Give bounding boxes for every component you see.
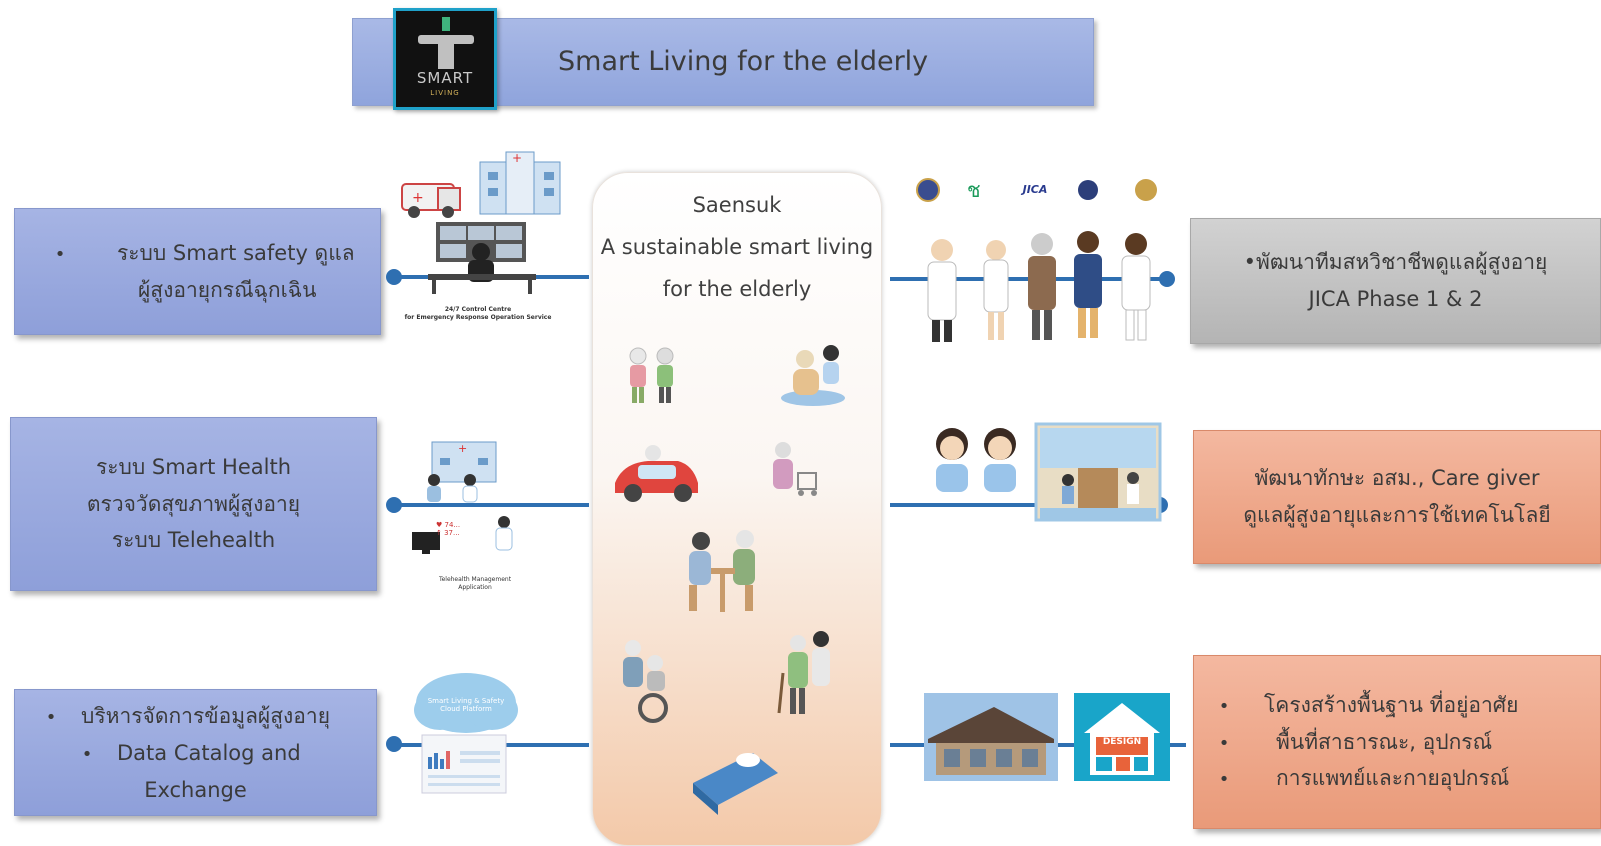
emergency-control-centre-icon: + +	[401, 151, 561, 294]
svg-text:+: +	[458, 442, 467, 455]
svg-text:ช: ช	[967, 178, 981, 202]
vitals-heart-rate: ♥ 74...	[436, 521, 461, 529]
caption-line: Cloud Platform	[440, 705, 492, 713]
box-text: ระบบ Smart safety ดูแล	[117, 240, 355, 265]
svg-text:+: +	[412, 190, 424, 206]
vitals-readout: ♥ 74... ↑ 37...	[436, 521, 486, 537]
telehealth-icon: +	[412, 441, 513, 554]
infrastructure-box: •โครงสร้างพื้นฐาน ที่อยู่อาศัย •พื้นที่ส…	[1193, 655, 1601, 829]
caption-line: Application	[458, 584, 492, 591]
box-text: ระบบ Smart Health	[95, 454, 292, 479]
figure-icon	[418, 17, 474, 69]
cloud-platform-icon	[414, 673, 518, 794]
red-car-icon	[615, 445, 698, 502]
walking-assist-icon	[777, 631, 830, 714]
telehealth-caption: Telehealth Management Application	[420, 576, 530, 592]
box-text: การแพทย์และกายอุปกรณ์	[1276, 766, 1510, 791]
caregiver-skills-box: พัฒนาทักษะ อสม., Care giver ดูแลผู้สูงอา…	[1193, 430, 1601, 564]
box-text: พื้นที่สาธารณะ, อุปกรณ์	[1276, 729, 1493, 754]
caption-line: 24/7 Control Centre	[444, 306, 512, 313]
smart-safety-box: •ระบบ Smart safety ดูแล ผู้สูงอายุกรณีฉุ…	[14, 208, 381, 335]
box-text: พัฒนาทักษะ อสม., Care giver	[1254, 466, 1540, 491]
center-subtitle: A sustainable smart living	[600, 235, 874, 259]
logo-text: SMART	[416, 69, 474, 87]
box-text: โครงสร้างพื้นฐาน ที่อยู่อาศัย	[1264, 692, 1519, 717]
caregiver-caption: Caregiver Recording	[1064, 525, 1136, 533]
universal-design-label: DESIGN	[1102, 737, 1142, 747]
caption-line: Smart Living & Safety	[427, 697, 505, 705]
svg-text:+: +	[512, 151, 522, 165]
elderly-illustrations	[615, 345, 845, 815]
smart-health-box: ระบบ Smart Health ตรวจวัดสุขภาพผู้สูงอาย…	[10, 417, 377, 591]
box-text: ระบบ Telehealth	[111, 528, 276, 553]
connector-line	[393, 503, 589, 507]
caption-line: Telehealth Management	[438, 576, 512, 583]
vitals-temperature: ↑ 37...	[436, 529, 460, 537]
jica-logo: JICA	[1022, 183, 1048, 196]
box-text: •พัฒนาทีมสหวิชาชีพดูแลผู้สูงอายุ	[1243, 250, 1548, 275]
multidisciplinary-team-icon: ช	[916, 178, 1157, 342]
elderly-exercise-icon	[629, 347, 674, 403]
caregiver-training-icon	[936, 422, 1162, 522]
infrastructure-photos	[924, 693, 1170, 781]
control-centre-caption: 24/7 Control Centre for Emergency Respon…	[388, 306, 568, 322]
elder-shopping-icon	[773, 442, 817, 496]
box-text: JICA Phase 1 & 2	[1308, 287, 1483, 311]
connector-dot	[386, 269, 402, 285]
box-text: Data Catalog and	[117, 740, 301, 765]
connector-dot	[386, 497, 402, 513]
page-title: Smart Living for the elderly	[558, 46, 929, 77]
cloud-caption: Smart Living & Safety Cloud Platform	[412, 697, 520, 713]
connector-line	[890, 503, 1160, 507]
box-text: ตรวจวัดสุขภาพผู้สูงอายุ	[86, 491, 301, 516]
elders-conversation-icon	[689, 530, 755, 612]
connector-dot	[1159, 271, 1175, 287]
smart-living-logo: SMART LIVING	[393, 8, 497, 110]
bed-icon	[693, 753, 778, 815]
wheelchair-icon	[623, 640, 668, 723]
logo-subtext: LIVING	[430, 89, 460, 97]
center-subtitle: for the elderly	[662, 277, 812, 301]
box-text: บริหารจัดการข้อมูลผู้สูงอายุ	[81, 704, 331, 728]
caregiver-elder-icon	[781, 345, 845, 406]
saensuk-center-panel: Saensuk A sustainable smart living for t…	[592, 172, 882, 846]
box-text: ดูแลผู้สูงอายุและการใช้เทคโนโลยี	[1243, 503, 1551, 527]
box-text: Exchange	[144, 777, 247, 802]
jica-team-box: •พัฒนาทีมสหวิชาชีพดูแลผู้สูงอายุ JICA Ph…	[1190, 218, 1601, 344]
connector-dot	[386, 736, 402, 752]
box-text: ผู้สูงอายุกรณีฉุกเฉิน	[138, 277, 317, 302]
data-management-box: •บริหารจัดการข้อมูลผู้สูงอายุ •Data Cata…	[14, 689, 377, 816]
caption-line: for Emergency Response Operation Service	[404, 314, 552, 321]
center-title: Saensuk	[692, 193, 782, 217]
